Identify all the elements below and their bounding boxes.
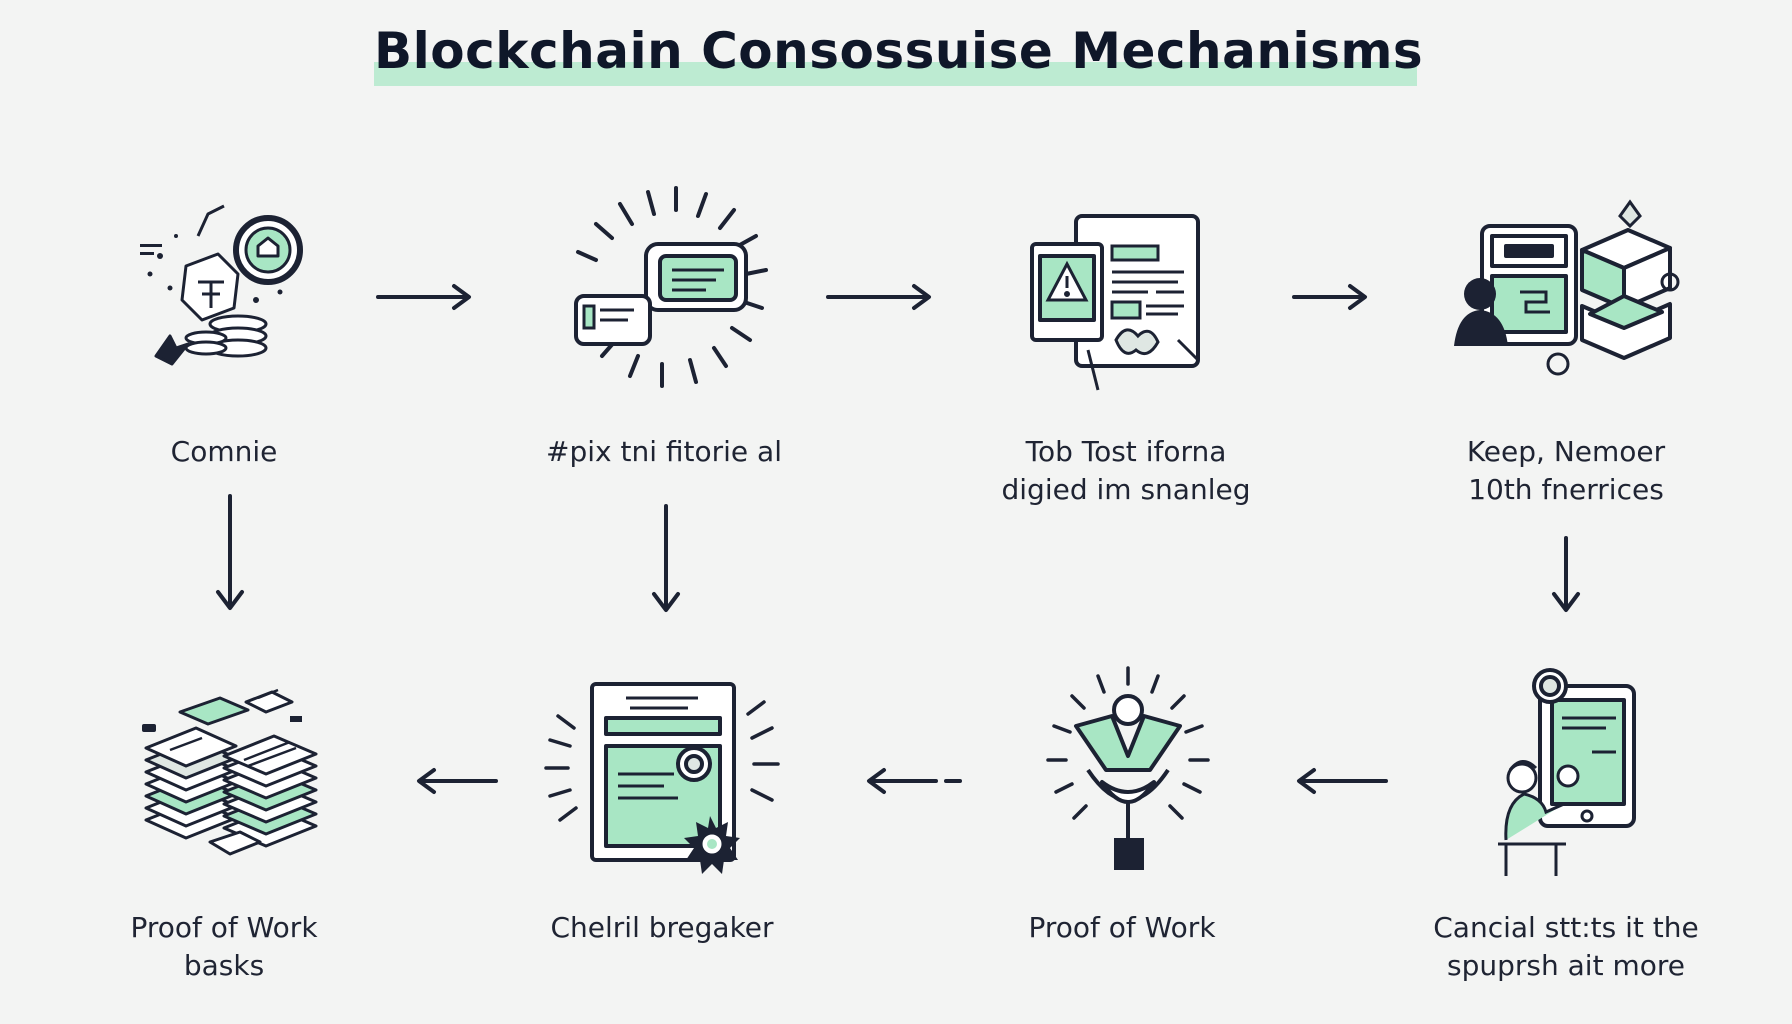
glowing-card-icon <box>574 186 768 388</box>
radiant-figure-icon <box>1046 666 1210 870</box>
arrow-down-1 <box>216 494 244 610</box>
certificate-seal-icon <box>544 682 780 874</box>
arrow-right-3 <box>1292 284 1367 310</box>
diagram-title: Blockchain Consossuise Mechanisms <box>374 22 1424 80</box>
node-label-6: Proof of Work <box>1028 911 1216 944</box>
block-stacks-icon <box>142 688 318 856</box>
arrow-left-1 <box>1297 768 1388 794</box>
node-label-5: Cancial stt:ts it the spuрrsh ait more <box>1433 911 1699 982</box>
tablet-warning-document-icon <box>1030 214 1200 391</box>
arrow-left-2 <box>867 768 962 794</box>
arrow-down-3 <box>1552 536 1580 612</box>
node-label-4: Keep, Nemoer 10th fnerrices <box>1466 435 1666 506</box>
arrow-down-2 <box>652 504 680 612</box>
arrow-right-2 <box>826 284 931 310</box>
node-label-7: Chelril bregaker <box>550 911 774 944</box>
node-label-2: #pix tni fitorie al <box>546 435 782 468</box>
node-label-1: Comnie <box>170 435 278 468</box>
person-server-cubes-icon <box>1454 199 1680 376</box>
arrow-right-1 <box>376 284 471 310</box>
title-highlight <box>374 62 1417 86</box>
person-tablet-icon <box>1498 668 1636 876</box>
arrow-left-3 <box>417 768 498 794</box>
coin-stack-magnifier-icon <box>140 204 303 366</box>
title-block: Blockchain Consossuise Mechanisms <box>374 12 1424 90</box>
node-label-3: Tob Tost iforna digied im snanleg <box>1001 435 1251 506</box>
node-label-8: Proof of Work basks <box>130 911 318 982</box>
